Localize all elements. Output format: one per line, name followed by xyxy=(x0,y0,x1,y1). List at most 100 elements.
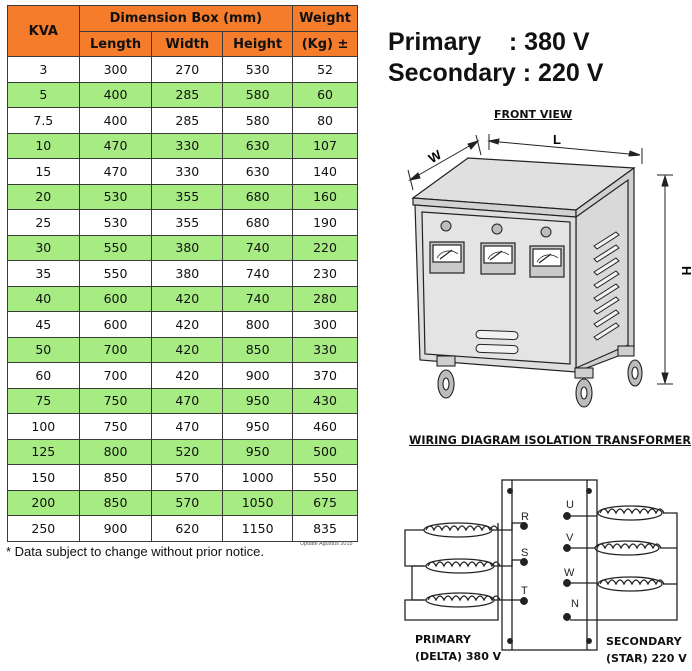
table-cell: 50 xyxy=(7,336,80,363)
table-cell: 160 xyxy=(292,183,358,210)
casters xyxy=(436,345,643,408)
table-cell: 675 xyxy=(292,489,358,516)
table-cell: 470 xyxy=(151,413,224,440)
terminal-n: N xyxy=(571,598,579,610)
table-cell: 355 xyxy=(151,183,224,210)
update-note: Update Agustus 2015 xyxy=(300,541,353,547)
table-cell: 850 xyxy=(78,489,153,516)
dimension-w-line xyxy=(409,140,479,181)
table-cell: 630 xyxy=(222,132,294,159)
table-cell: 355 xyxy=(151,209,224,236)
table-cell: 470 xyxy=(151,387,224,414)
lamp-icon xyxy=(540,226,552,238)
table-cell: 530 xyxy=(222,56,294,83)
table-cell: 600 xyxy=(78,311,153,338)
table-cell: 900 xyxy=(222,362,294,389)
meter-icon xyxy=(429,241,465,274)
table-cell: 52 xyxy=(292,56,358,83)
table-cell: 580 xyxy=(222,81,294,108)
table-cell: 190 xyxy=(292,209,358,236)
table-cell: 125 xyxy=(7,438,80,465)
table-cell: 75 xyxy=(7,387,80,414)
secondary-voltage: Secondary : 220 V xyxy=(388,59,604,87)
table-cell: 420 xyxy=(151,362,224,389)
table-cell: 700 xyxy=(78,336,153,363)
label-w: W xyxy=(426,147,445,166)
wiring-diagram xyxy=(404,479,678,651)
table-cell: 600 xyxy=(78,285,153,312)
table-cell: 550 xyxy=(78,234,153,261)
table-cell: 580 xyxy=(222,107,294,134)
header-height: Height xyxy=(222,31,294,57)
table-cell: 835 xyxy=(292,515,358,542)
table-cell: 285 xyxy=(151,81,224,108)
table-cell: 25 xyxy=(7,209,80,236)
table-cell: 140 xyxy=(292,158,358,185)
terminal-s: S xyxy=(521,547,528,559)
table-cell: 400 xyxy=(78,81,153,108)
front-view-title: FRONT VIEW xyxy=(494,108,573,121)
table-cell: 800 xyxy=(78,438,153,465)
meter-icon xyxy=(529,245,565,278)
table-cell: 520 xyxy=(151,438,224,465)
table-cell: 430 xyxy=(292,387,358,414)
arrow-w-right xyxy=(467,140,480,150)
dimension-table: KVA Dimension Box (mm) Weight Length Wid… xyxy=(7,5,358,542)
table-cell: 10 xyxy=(7,132,80,159)
table-cell: 35 xyxy=(7,260,80,287)
table-cell: 900 xyxy=(78,515,153,542)
table-cell: 45 xyxy=(7,311,80,338)
table-cell: 285 xyxy=(151,107,224,134)
table-cell: 150 xyxy=(7,464,80,491)
table-cell: 40 xyxy=(7,285,80,312)
table-cell: 330 xyxy=(151,158,224,185)
table-cell: 3 xyxy=(7,56,80,83)
front-vents xyxy=(475,329,519,355)
pilot-lamps xyxy=(440,220,552,238)
table-cell: 15 xyxy=(7,158,80,185)
table-cell: 7.5 xyxy=(7,107,80,134)
table-cell: 107 xyxy=(292,132,358,159)
table-cell: 250 xyxy=(7,515,80,542)
header-kva: KVA xyxy=(7,5,80,57)
secondary-coil-v xyxy=(596,543,662,550)
meter-icon xyxy=(480,242,516,275)
dimension-l-line xyxy=(488,140,641,156)
table-cell: 570 xyxy=(151,489,224,516)
table-cell: 280 xyxy=(292,285,358,312)
table-cell: 740 xyxy=(222,260,294,287)
table-cell: 950 xyxy=(222,438,294,465)
lamp-icon xyxy=(440,220,452,232)
table-cell: 550 xyxy=(78,260,153,287)
header-width: Width xyxy=(151,31,224,57)
terminal-t: T xyxy=(521,585,528,597)
table-cell: 470 xyxy=(78,132,153,159)
table-cell: 630 xyxy=(222,158,294,185)
table-cell: 380 xyxy=(151,234,224,261)
header-length: Length xyxy=(78,31,153,57)
primary-voltage: Primary : 380 V xyxy=(388,28,590,56)
secondary-coil-w xyxy=(599,579,665,586)
table-cell: 680 xyxy=(222,183,294,210)
terminal-v: V xyxy=(566,532,574,544)
table-cell: 530 xyxy=(78,183,153,210)
arrow-w-left xyxy=(408,172,421,181)
wiring-title: WIRING DIAGRAM ISOLATION TRANSFORMER xyxy=(409,434,692,447)
table-cell: 30 xyxy=(7,234,80,261)
table-cell: 620 xyxy=(151,515,224,542)
